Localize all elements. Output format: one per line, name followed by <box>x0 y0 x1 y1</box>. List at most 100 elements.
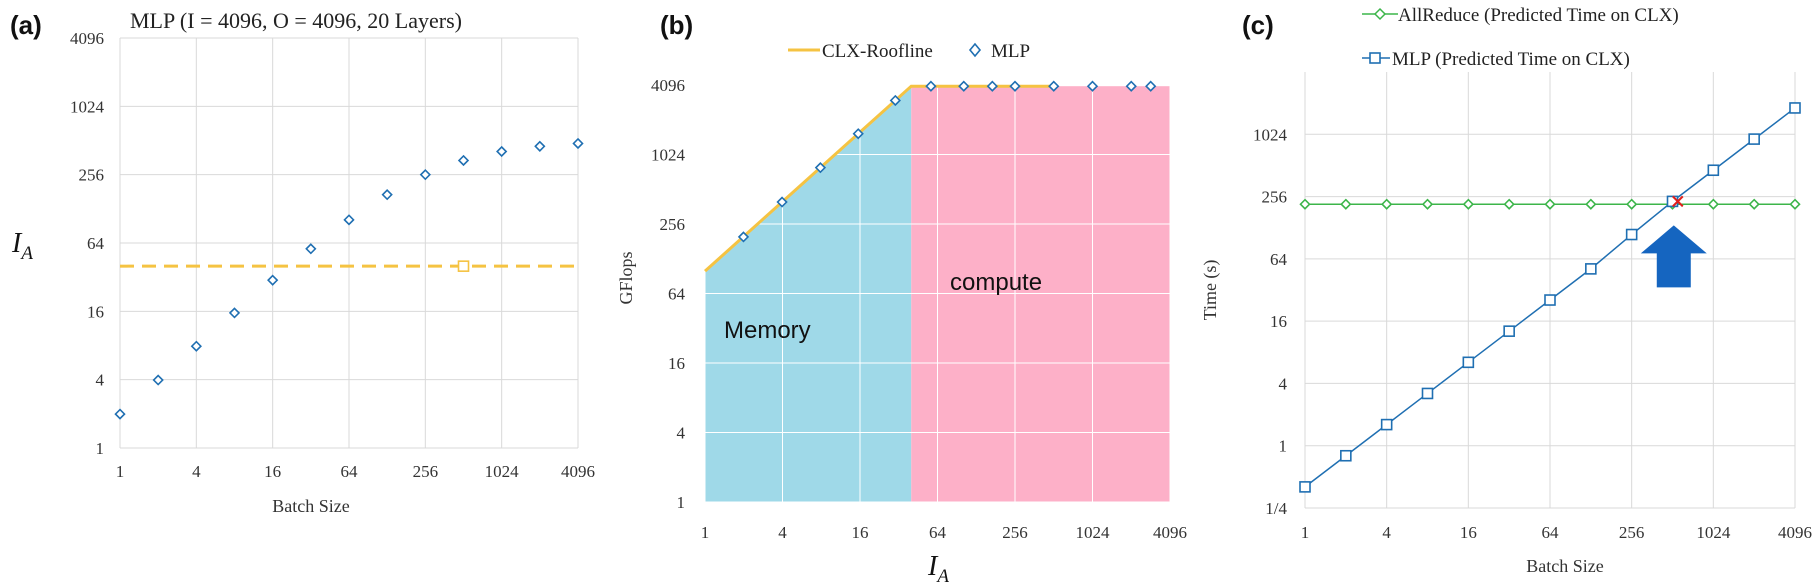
data-point <box>1009 80 1021 92</box>
legend-mlp-label: MLP <box>991 41 1030 62</box>
legend-allreduce-marker <box>1373 7 1387 21</box>
mlp-time-point <box>1748 133 1760 145</box>
y-tick-label: 4 <box>677 424 686 443</box>
x-tick-label: 16 <box>1460 523 1477 542</box>
data-point <box>852 128 864 140</box>
x-tick-label: 1024 <box>1696 523 1731 542</box>
mlp-time-point <box>1462 356 1475 369</box>
x-tick-label: 1024 <box>1076 523 1111 542</box>
x-tick-label: 256 <box>413 462 439 481</box>
mlp-time-point <box>1625 228 1638 241</box>
y-tick-label: 1024 <box>1253 125 1288 144</box>
panel-a-grid <box>119 37 579 449</box>
data-point <box>925 80 937 92</box>
compute-region-label: compute <box>950 269 1042 296</box>
crossover-marker <box>1672 195 1684 208</box>
mlp-time-point <box>1707 164 1720 177</box>
panel-c-grid <box>1304 72 1796 509</box>
data-point <box>305 243 317 255</box>
y-tick-label: 64 <box>1270 250 1288 269</box>
y-tick-label: 4096 <box>651 76 685 95</box>
panel-b-ylabel: GFlops <box>616 251 636 304</box>
x-tick-label: 4 <box>1382 523 1391 542</box>
up-arrow-icon <box>1640 225 1707 288</box>
x-tick-label: 1 <box>701 523 710 542</box>
data-point <box>114 408 126 420</box>
x-tick-label: 16 <box>264 462 281 481</box>
data-point <box>419 169 431 181</box>
legend-mlp-time-label: MLP (Predicted Time on CLX) <box>1392 49 1630 70</box>
y-tick-label: 4 <box>1279 374 1288 393</box>
x-tick-label: 64 <box>341 462 359 481</box>
x-tick-label: 4 <box>192 462 201 481</box>
data-point <box>381 189 393 201</box>
allreduce-point <box>1340 198 1352 210</box>
y-tick-label: 1/4 <box>1265 499 1287 518</box>
x-tick-label: 4 <box>778 523 787 542</box>
panel-a-xlabel: Batch Size <box>272 496 349 516</box>
panel-b-xlabel: IA <box>927 551 949 584</box>
y-tick-label: 1024 <box>70 97 105 116</box>
mlp-time-point <box>1666 195 1679 208</box>
allreduce-point <box>1299 198 1311 210</box>
panel-c-xlabel: Batch Size <box>1526 556 1603 576</box>
y-tick-label: 256 <box>79 166 105 185</box>
panel-a-reference-marker <box>457 260 470 272</box>
allreduce-point <box>1462 198 1474 210</box>
y-tick-label: 64 <box>87 234 105 253</box>
y-tick-label: 1 <box>96 439 105 458</box>
allreduce-point <box>1503 198 1515 210</box>
data-point <box>958 80 970 92</box>
y-tick-label: 1 <box>1279 437 1288 456</box>
data-point <box>572 137 584 150</box>
y-tick-label: 4 <box>96 371 105 390</box>
panel-c-ylabel: Time (s) <box>1200 260 1221 321</box>
allreduce-point <box>1707 198 1719 210</box>
y-tick-label: 256 <box>660 215 686 234</box>
panel-a-letter: (a) <box>10 10 42 40</box>
mlp-time-point <box>1340 449 1352 462</box>
x-tick-label: 64 <box>1542 523 1560 542</box>
panel-a-title: MLP (I = 4096, O = 4096, 20 Layers) <box>130 8 462 33</box>
panel-a: (a) MLP (I = 4096, O = 4096, 20 Layers) … <box>10 8 595 516</box>
x-tick-label: 4096 <box>1778 523 1812 542</box>
allreduce-point <box>1381 198 1393 210</box>
data-point <box>1048 80 1060 92</box>
panel-a-points <box>114 137 584 420</box>
y-tick-label: 1 <box>677 493 686 512</box>
x-tick-label: 256 <box>1619 523 1645 542</box>
data-point <box>152 374 164 386</box>
x-tick-label: 4096 <box>1153 523 1187 542</box>
x-tick-label: 1 <box>1301 523 1310 542</box>
x-tick-label: 16 <box>852 523 869 542</box>
y-tick-label: 16 <box>668 354 685 373</box>
legend-mlp-time-marker <box>1369 52 1381 64</box>
mlp-time-point <box>1585 263 1597 275</box>
panel-a-ylabel: IA <box>11 228 33 264</box>
data-point <box>267 274 279 286</box>
mlp-time-point <box>1544 294 1556 306</box>
roofline-line <box>703 84 1053 273</box>
mlp-time-point <box>1299 481 1311 493</box>
legend-allreduce-label: AllReduce (Predicted Time on CLX) <box>1398 5 1679 26</box>
x-tick-label: 1024 <box>485 462 520 481</box>
y-tick-label: 16 <box>1270 312 1287 331</box>
data-point <box>1145 80 1157 92</box>
allreduce-point <box>1748 198 1760 210</box>
data-point <box>737 231 750 243</box>
allreduce-point <box>1585 198 1597 210</box>
data-point <box>889 94 901 107</box>
data-point <box>1086 80 1099 92</box>
data-point <box>776 196 788 208</box>
mlp-time-point <box>1380 418 1393 431</box>
allreduce-point <box>1421 198 1434 210</box>
mlp-time-point <box>1503 325 1515 337</box>
mlp-time-points <box>1299 102 1801 493</box>
cross-stroke <box>1672 195 1684 208</box>
data-point <box>496 145 508 158</box>
